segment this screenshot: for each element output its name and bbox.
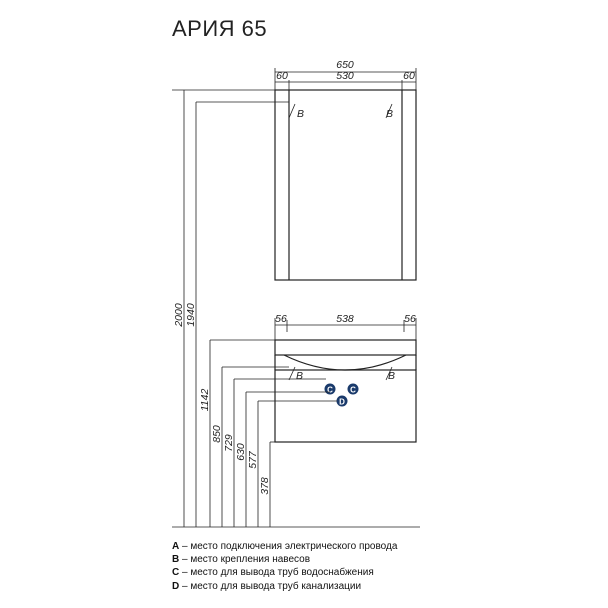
svg-text:B: B — [297, 108, 304, 120]
point-c-right: C — [347, 383, 359, 395]
svg-text:B: B — [296, 370, 303, 382]
mirror-right-width: 60 — [403, 70, 415, 82]
height-2000: 2000 — [173, 303, 185, 328]
height-dimensions — [172, 89, 420, 528]
legend-item-b: B – место крепления навесов — [172, 554, 311, 566]
basin-top — [274, 339, 417, 356]
mirror-cabinet — [274, 89, 417, 281]
height-729: 729 — [223, 434, 235, 452]
point-d: D — [336, 395, 348, 407]
height-378: 378 — [259, 477, 271, 495]
height-1142: 1142 — [199, 389, 211, 412]
svg-text:C: C — [327, 386, 333, 395]
basin-inner-width: 538 — [336, 313, 354, 325]
page-title: АРИЯ 65 — [172, 16, 268, 41]
legend-item-a: A – место подключения электрического про… — [172, 541, 398, 552]
mirror-dimensions — [274, 68, 417, 90]
height-577: 577 — [247, 450, 259, 469]
basin-cabinet — [274, 339, 417, 443]
mirror-total-width: 650 — [336, 59, 354, 71]
cabinet-body — [274, 369, 417, 443]
basin-mount-left: B — [288, 366, 303, 382]
mirror-mount-right: B — [385, 103, 393, 120]
mirror-mount-left: B — [288, 103, 304, 120]
height-630: 630 — [235, 443, 247, 461]
basin-dimensions — [274, 318, 417, 340]
point-c-left: C — [324, 383, 336, 395]
mirror-outline — [274, 89, 417, 281]
height-1940: 1940 — [185, 303, 197, 327]
basin-bowl — [283, 354, 407, 371]
legend-item-c: C – место для вывода труб водоснабжения — [172, 567, 374, 579]
mirror-inner-width: 530 — [336, 70, 354, 82]
svg-text:C: C — [350, 386, 356, 395]
svg-text:D: D — [339, 398, 345, 407]
svg-text:B: B — [388, 370, 395, 382]
basin-left-width: 56 — [275, 313, 287, 325]
legend-item-d: D – место для вывода труб канализации — [172, 580, 362, 592]
basin-mount-right: B — [385, 366, 395, 382]
mirror-left-width: 60 — [276, 70, 288, 82]
height-850: 850 — [211, 425, 223, 443]
svg-text:B: B — [386, 108, 393, 120]
legend: A – место подключения электрического про… — [172, 540, 397, 593]
basin-right-width: 56 — [404, 313, 416, 325]
